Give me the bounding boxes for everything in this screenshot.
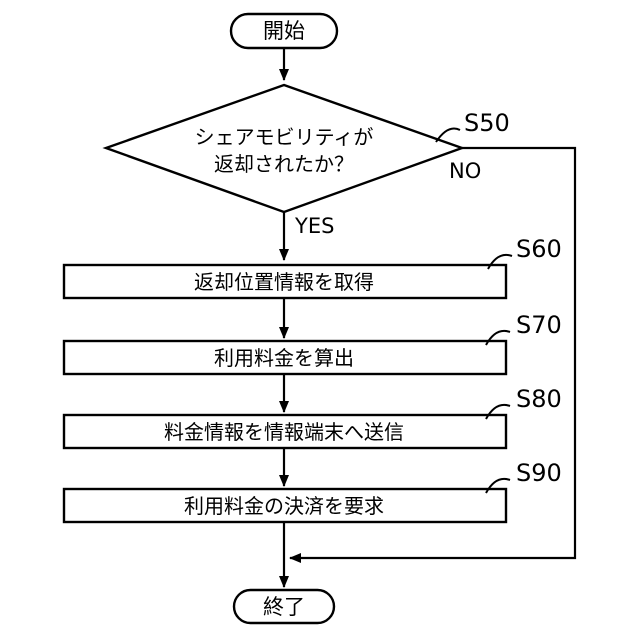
leader-tick-s60 <box>487 253 513 270</box>
process-box-2 <box>62 339 508 376</box>
process-box-4 <box>62 487 508 524</box>
process-box-4-label: 利用料金の決済を要求 <box>184 495 384 518</box>
step-label-s80: S80 <box>516 385 562 413</box>
no-branch-label: NO <box>449 159 481 183</box>
end-terminal-label: 終了 <box>263 596 305 619</box>
step-label-s50: S50 <box>464 109 510 137</box>
end-terminal <box>232 588 336 625</box>
leader-tick-s70 <box>485 329 511 346</box>
decision-diamond <box>102 83 466 214</box>
process-box-2-label: 利用料金を算出 <box>214 347 354 370</box>
process-box-3-label: 料金情報を情報端末へ送信 <box>164 421 404 444</box>
yes-branch-label: YES <box>294 214 334 238</box>
decision-text-line2: 返却されたか？ <box>214 153 354 176</box>
leader-tick-s50 <box>435 127 461 143</box>
decision-text-line1: シェアモビリティが <box>195 126 374 149</box>
leader-tick-s90 <box>485 477 511 494</box>
process-box-3 <box>62 413 508 450</box>
leader-tick-s80 <box>485 403 511 420</box>
step-label-s70: S70 <box>516 311 562 339</box>
start-terminal-label: 開始 <box>263 20 305 43</box>
start-terminal <box>229 12 339 50</box>
process-box-1 <box>62 263 508 300</box>
no-branch-line <box>289 146 577 563</box>
process-box-1-label: 返却位置情報を取得 <box>194 271 374 294</box>
step-label-s60: S60 <box>516 235 562 263</box>
step-label-s90: S90 <box>516 459 562 487</box>
